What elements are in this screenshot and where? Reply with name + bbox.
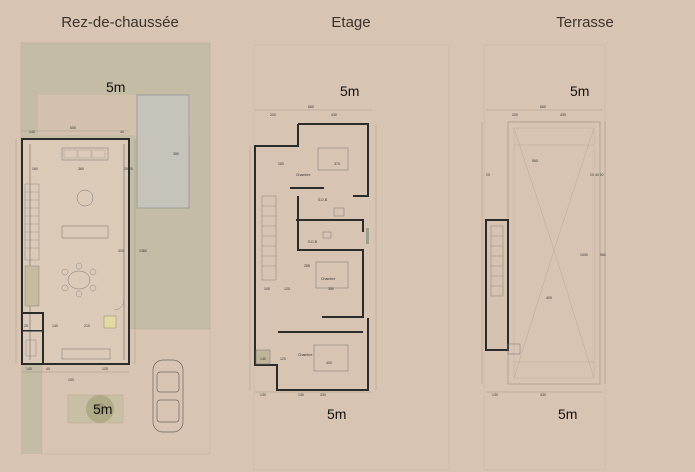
svg-text:400: 400 bbox=[326, 361, 332, 365]
svg-text:130: 130 bbox=[260, 393, 266, 397]
upper-floor-plan: Chambre Chambre Chambre S.D.B S.D.B 660 … bbox=[249, 44, 450, 471]
svg-text:160: 160 bbox=[32, 167, 38, 171]
sdb-fixture bbox=[333, 207, 345, 217]
pool bbox=[136, 94, 190, 209]
bed-1 bbox=[317, 147, 349, 171]
svg-text:100: 100 bbox=[68, 378, 74, 382]
kitchen-counter bbox=[61, 348, 111, 360]
svg-text:120: 120 bbox=[280, 357, 286, 361]
svg-text:20: 20 bbox=[486, 173, 490, 177]
svg-text:600: 600 bbox=[70, 126, 76, 130]
svg-text:120: 120 bbox=[284, 287, 290, 291]
svg-text:1380: 1380 bbox=[139, 249, 147, 253]
svg-text:140: 140 bbox=[260, 357, 266, 361]
upper-floor-walls bbox=[254, 123, 369, 391]
svg-text:100: 100 bbox=[264, 287, 270, 291]
car bbox=[152, 359, 184, 433]
stair-tower bbox=[485, 219, 509, 351]
svg-text:120: 120 bbox=[102, 367, 108, 371]
sofa bbox=[61, 147, 109, 161]
svg-text:180: 180 bbox=[278, 162, 284, 166]
ground-floor-plan: 600 140 40 360 25 25 350 160 1380 300 14… bbox=[15, 42, 211, 455]
sideboard bbox=[61, 225, 109, 239]
svg-text:300: 300 bbox=[118, 249, 124, 253]
svg-text:430: 430 bbox=[560, 113, 566, 117]
svg-text:40: 40 bbox=[120, 130, 124, 134]
terrace-dim-top: 5m bbox=[570, 83, 590, 99]
svg-text:140: 140 bbox=[29, 130, 35, 134]
coffee-table bbox=[76, 189, 94, 207]
svg-text:285: 285 bbox=[304, 264, 310, 268]
svg-text:140: 140 bbox=[52, 324, 58, 328]
svg-text:360: 360 bbox=[78, 167, 84, 171]
room-label: S.D.B bbox=[318, 198, 328, 202]
upper-stairs bbox=[261, 195, 277, 281]
svg-text:210: 210 bbox=[84, 324, 90, 328]
svg-text:560: 560 bbox=[532, 159, 538, 163]
terrace-plan: 660 200 430 560 20 20 40 20 1030 960 400… bbox=[481, 44, 606, 471]
room-label: Chambre bbox=[298, 353, 312, 357]
svg-text:430: 430 bbox=[331, 113, 337, 117]
svg-text:660: 660 bbox=[540, 105, 546, 109]
terrace-title: Terrasse bbox=[556, 14, 614, 31]
roof-slope-lines bbox=[513, 127, 595, 379]
ground-dim-top: 5m bbox=[106, 79, 126, 95]
bed-2 bbox=[315, 261, 349, 289]
upper-dim-bottom: 5m bbox=[327, 406, 347, 422]
svg-text:20 40 20: 20 40 20 bbox=[590, 173, 604, 177]
svg-text:200: 200 bbox=[270, 113, 276, 117]
svg-text:25 25: 25 25 bbox=[124, 167, 133, 171]
svg-text:130: 130 bbox=[492, 393, 498, 397]
upper-lot-outline bbox=[253, 44, 450, 471]
svg-text:330: 330 bbox=[320, 393, 326, 397]
svg-text:130: 130 bbox=[298, 393, 304, 397]
svg-text:140: 140 bbox=[26, 367, 32, 371]
bed-3 bbox=[313, 344, 349, 372]
ground-stairs bbox=[24, 183, 40, 261]
room-label: Chambre bbox=[321, 277, 335, 281]
room-label: Chambre bbox=[296, 173, 310, 177]
upper-floor-title: Etage bbox=[331, 14, 371, 31]
dining-table bbox=[67, 270, 91, 290]
room-label: S.D.B bbox=[308, 240, 318, 244]
svg-text:370: 370 bbox=[334, 162, 340, 166]
svg-text:40: 40 bbox=[46, 367, 50, 371]
svg-text:350: 350 bbox=[328, 287, 334, 291]
ground-floor-title: Rez-de-chaussée bbox=[61, 14, 179, 31]
svg-text:960: 960 bbox=[600, 253, 606, 257]
svg-text:330: 330 bbox=[540, 393, 546, 397]
terrace-dim-bottom: 5m bbox=[558, 406, 578, 422]
svg-text:350: 350 bbox=[173, 152, 179, 156]
svg-text:400: 400 bbox=[546, 296, 552, 300]
svg-text:25: 25 bbox=[24, 324, 28, 328]
ground-dim-bottom: 5m bbox=[93, 401, 113, 417]
svg-text:1030: 1030 bbox=[580, 253, 588, 257]
svg-text:200: 200 bbox=[512, 113, 518, 117]
svg-text:660: 660 bbox=[308, 105, 314, 109]
upper-dim-top: 5m bbox=[340, 83, 360, 99]
